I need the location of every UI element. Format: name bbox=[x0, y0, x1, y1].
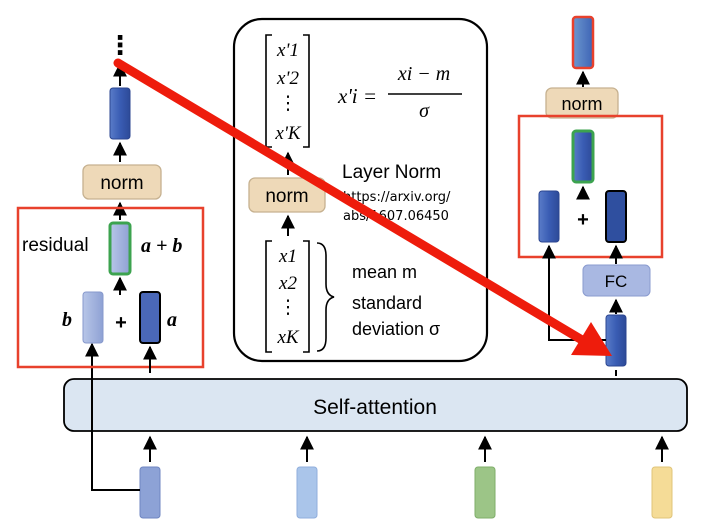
input-element-k: xK bbox=[276, 327, 299, 348]
bracket-right bbox=[303, 34, 310, 148]
input-ellipsis: ⋮ bbox=[279, 297, 298, 318]
input-vector-4 bbox=[651, 466, 673, 519]
output-element-2: x'2 bbox=[276, 68, 299, 89]
layer-norm-panel: x'1 x'2 ⋮ x'K x'i = xi − m σ norm Layer … bbox=[232, 17, 489, 363]
sum-vector bbox=[571, 129, 595, 184]
input-vector-1 bbox=[139, 466, 161, 519]
output-vector bbox=[109, 87, 131, 140]
bracket-left bbox=[265, 240, 272, 353]
input-element-1: x1 bbox=[278, 246, 297, 267]
input-element-2: x2 bbox=[278, 273, 297, 294]
output-element-k: x'K bbox=[274, 123, 301, 144]
a-vector bbox=[139, 291, 161, 344]
attention-output-vector bbox=[605, 314, 627, 367]
self-attention-block: Self-attention bbox=[63, 378, 688, 432]
std-label-line1: standard bbox=[352, 293, 422, 313]
plus-sign: + bbox=[577, 209, 589, 231]
input-vector-3 bbox=[474, 466, 496, 519]
fc-output-vector bbox=[605, 190, 627, 243]
red-diagonal-arrow-icon bbox=[113, 58, 612, 356]
std-label-line2: deviation σ bbox=[352, 319, 440, 339]
formula-lhs: x'i = bbox=[337, 84, 377, 108]
formula-denominator: σ bbox=[419, 100, 430, 122]
input-vector-2 bbox=[296, 466, 318, 519]
b-label: b bbox=[62, 309, 72, 331]
formula-numerator: xi − m bbox=[397, 63, 450, 85]
plus-sign: + bbox=[115, 312, 127, 334]
left-block: ⋮ norm residual a + b b + a bbox=[16, 30, 205, 373]
residual-frame bbox=[517, 114, 664, 259]
sum-vector bbox=[108, 221, 132, 276]
residual-connection-line bbox=[91, 355, 140, 491]
bracket-right bbox=[303, 240, 310, 353]
norm-label: norm bbox=[100, 173, 143, 194]
b-vector bbox=[82, 291, 104, 344]
continuation-dots: ⋮ bbox=[107, 30, 133, 60]
residual-input-vector bbox=[538, 190, 560, 243]
residual-frame bbox=[16, 206, 205, 369]
output-element-1: x'1 bbox=[276, 40, 299, 61]
sum-label: a + b bbox=[141, 235, 182, 257]
curly-brace-icon bbox=[316, 242, 335, 352]
fc-label: FC bbox=[605, 272, 628, 291]
paper-link-line1[interactable]: https://arxiv.org/ bbox=[343, 190, 451, 205]
mean-label: mean m bbox=[352, 262, 417, 282]
input-vectors bbox=[139, 466, 673, 519]
norm-label: norm bbox=[561, 94, 602, 114]
norm-label: norm bbox=[265, 186, 308, 207]
residual-label: residual bbox=[22, 235, 89, 256]
layer-norm-title: Layer Norm bbox=[342, 162, 441, 183]
final-output-vector bbox=[571, 15, 595, 70]
input-arrows bbox=[143, 435, 669, 462]
output-ellipsis: ⋮ bbox=[279, 93, 298, 114]
bracket-left bbox=[265, 34, 272, 148]
self-attention-label: Self-attention bbox=[313, 396, 437, 419]
right-block: norm + FC bbox=[517, 15, 664, 376]
a-label: a bbox=[167, 309, 177, 331]
